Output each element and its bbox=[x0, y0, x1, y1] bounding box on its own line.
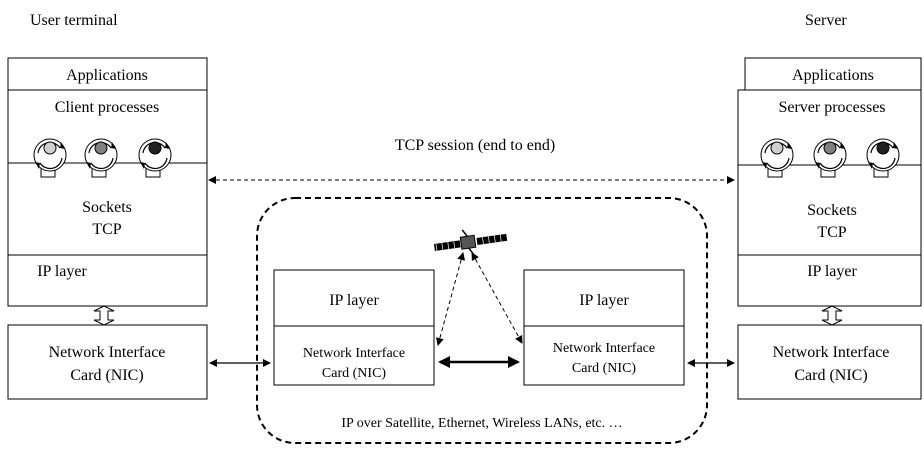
router-right-ip-layer: IP layer bbox=[579, 292, 629, 309]
server-nic-line2: Card (NIC) bbox=[794, 367, 867, 384]
router-right-box bbox=[523, 269, 685, 386]
tcp-session-label: TCP session (end to end) bbox=[395, 137, 555, 154]
server-stack bbox=[737, 89, 922, 307]
client-processes-label: Client processes bbox=[55, 99, 159, 116]
server-nic-box bbox=[737, 324, 922, 400]
process-icon bbox=[84, 138, 118, 178]
server-sockets: Sockets bbox=[807, 202, 857, 219]
server-title: Server bbox=[805, 12, 847, 29]
client-ip-layer: IP layer bbox=[37, 263, 87, 280]
server-process-icons bbox=[760, 138, 900, 178]
server-processes-label: Server processes bbox=[778, 99, 885, 116]
client-stack bbox=[7, 57, 208, 307]
process-icon bbox=[813, 138, 847, 178]
server-ip-nic-arrow bbox=[821, 305, 843, 326]
router-left-box bbox=[273, 269, 435, 386]
client-sockets: Sockets bbox=[82, 199, 132, 216]
satellite-icon bbox=[433, 229, 508, 256]
network-caption: IP over Satellite, Ethernet, Wireless LA… bbox=[341, 416, 622, 431]
process-icon bbox=[866, 138, 900, 178]
process-icon bbox=[760, 138, 794, 178]
process-icon bbox=[138, 138, 172, 178]
network-region bbox=[256, 197, 708, 444]
router-left-nic-line2: Card (NIC) bbox=[322, 366, 386, 381]
router-right-nic-line1: Network Interface bbox=[553, 341, 655, 356]
client-nic-box bbox=[7, 324, 208, 400]
client-title: User terminal bbox=[30, 12, 118, 29]
server-ip-layer: IP layer bbox=[807, 263, 857, 280]
server-nic-line1: Network Interface bbox=[773, 344, 890, 361]
client-applications: Applications bbox=[66, 67, 148, 84]
server-tcp: TCP bbox=[817, 224, 846, 241]
router-left-ip-layer: IP layer bbox=[329, 292, 379, 309]
server-applications: Applications bbox=[792, 67, 874, 84]
router-left-nic-line1: Network Interface bbox=[303, 346, 405, 361]
client-ip-nic-arrow bbox=[93, 305, 115, 326]
satellite-uplink-right bbox=[471, 252, 523, 344]
client-tcp: TCP bbox=[92, 221, 121, 238]
client-process-icons bbox=[33, 138, 172, 178]
router-right-nic-line2: Card (NIC) bbox=[572, 361, 636, 376]
client-nic-line2: Card (NIC) bbox=[70, 367, 143, 384]
client-nic-line1: Network Interface bbox=[49, 344, 166, 361]
satellite-uplink-left bbox=[435, 252, 466, 346]
server-applications-box bbox=[744, 57, 922, 91]
process-icon bbox=[33, 138, 67, 178]
